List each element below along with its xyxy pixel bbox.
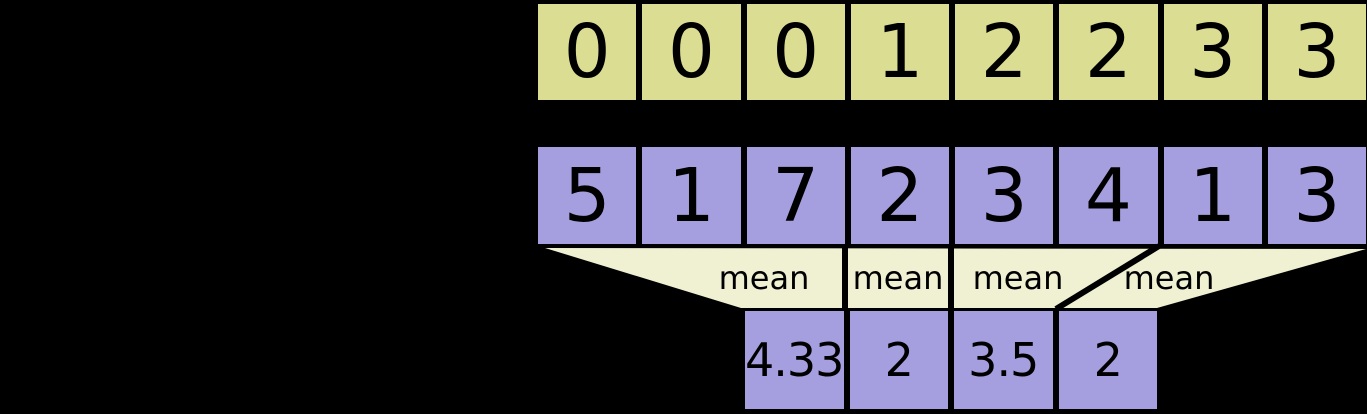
segment-id-cell: 3 — [1267, 4, 1366, 100]
segment-id-cell: 0 — [538, 4, 637, 100]
mean-label: mean — [973, 259, 1064, 297]
data-cell: 4 — [1059, 147, 1158, 244]
result-cell: 3.5 — [954, 311, 1053, 409]
result-cell: 2 — [1058, 311, 1157, 409]
funnel-divider-diagonal — [1054, 243, 1161, 312]
segment-id-cell: 3 — [1163, 4, 1262, 100]
data-cell: 5 — [538, 147, 637, 244]
data-cell: 1 — [642, 147, 741, 244]
segment-id-cell: 0 — [746, 4, 845, 100]
result-row: 4.33 2 3.5 2 — [745, 311, 1157, 409]
segment-id-cell: 2 — [955, 4, 1054, 100]
data-cell: 1 — [1163, 147, 1262, 244]
segment-id-cell: 1 — [850, 4, 949, 100]
data-cell: 2 — [850, 147, 949, 244]
result-cell: 2 — [849, 311, 948, 409]
data-cell: 3 — [955, 147, 1054, 244]
mean-label: mean — [719, 259, 810, 297]
mean-label: mean — [1124, 259, 1215, 297]
segment-id-cell: 2 — [1059, 4, 1158, 100]
data-cell: 7 — [746, 147, 845, 244]
funnel-shape — [545, 248, 1366, 308]
result-cell: 4.33 — [745, 311, 844, 409]
data-cell: 3 — [1267, 147, 1366, 244]
mean-label: mean — [853, 259, 944, 297]
data-row: 5 1 7 2 3 4 1 3 — [538, 147, 1366, 244]
segment-id-cell: 0 — [642, 4, 741, 100]
segment-ids-row: 0 0 0 1 2 2 3 3 — [538, 4, 1366, 100]
